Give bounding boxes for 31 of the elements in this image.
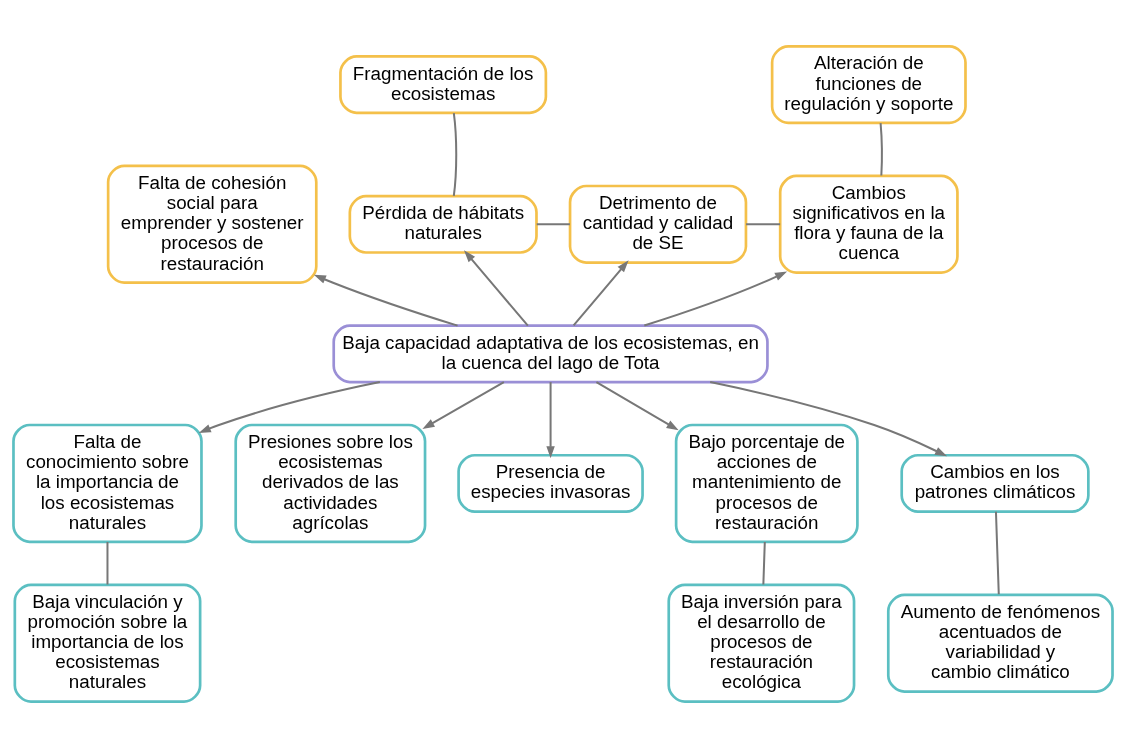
node-box: Presencia de especies invasoras bbox=[457, 453, 644, 513]
node-box: Bajo porcentaje de acciones de mantenimiento de procesos de restauración bbox=[674, 423, 859, 543]
arrow bbox=[313, 274, 458, 327]
arrow bbox=[422, 380, 505, 429]
node-box: Fragmentación de los ecosistemas bbox=[339, 54, 548, 114]
node-box: Aumento de fenómenos acentuados de variabilidad y cambio climático bbox=[886, 593, 1114, 693]
node-box: Baja capacidad adaptativa de los ecosistemas, en la cuenca del lago de Tota bbox=[332, 323, 769, 383]
connector bbox=[994, 511, 1000, 594]
node-box: Pérdida de hábitats naturales bbox=[348, 194, 538, 254]
arrow bbox=[198, 380, 381, 433]
arrow bbox=[644, 270, 788, 327]
arrow bbox=[572, 259, 629, 326]
arrow bbox=[546, 381, 555, 458]
node-box: Alteración de funciones de regulación y soporte bbox=[770, 44, 967, 124]
node-box: Falta de conocimiento sobre la importancia de los ecosistemas naturales bbox=[12, 423, 203, 543]
arrow bbox=[709, 380, 948, 456]
connector bbox=[452, 112, 458, 196]
connector bbox=[536, 222, 570, 225]
arrow bbox=[464, 249, 529, 326]
connector bbox=[879, 122, 883, 176]
connector bbox=[746, 222, 781, 225]
node-box: Baja vinculación y promoción sobre la importancia de los ecosistemas naturales bbox=[13, 582, 202, 703]
node-box: Cambios significativos en la flora y fauna de la cuenca bbox=[778, 174, 959, 274]
connector bbox=[106, 541, 109, 584]
node-box: Presiones sobre los ecosistemas derivados de las actividades agrícolas bbox=[234, 423, 427, 543]
node-box: Baja inversión para el desarrollo de procesos de restauración ecológica bbox=[667, 582, 856, 703]
node-box: Falta de cohesión social para emprender y sostener procesos de restauración bbox=[106, 164, 318, 284]
arrow bbox=[595, 380, 679, 430]
node-box: Cambios en los patrones climáticos bbox=[900, 453, 1090, 513]
node-box: Detrimento de cantidad y calidad de SE bbox=[568, 184, 748, 264]
connector bbox=[762, 541, 766, 585]
